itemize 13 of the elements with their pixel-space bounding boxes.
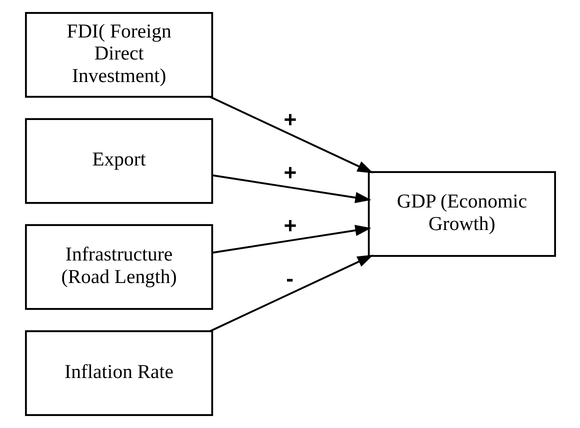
edge-label: - — [286, 266, 294, 292]
arrow — [212, 224, 371, 254]
edge-label: + — [283, 106, 296, 132]
node-box: GDP (Economic Growth) — [367, 171, 556, 257]
node-box: Infrastructure (Road Length) — [24, 224, 213, 310]
arrow — [212, 174, 371, 204]
node-box: FDI( Foreign Direct Investment) — [24, 12, 213, 98]
edge-label: + — [283, 212, 296, 238]
arrow — [209, 254, 373, 332]
arrow — [209, 96, 373, 174]
node-box: Inflation Rate — [24, 330, 213, 416]
node-box: Export — [24, 118, 213, 204]
edge-label: + — [283, 160, 296, 185]
